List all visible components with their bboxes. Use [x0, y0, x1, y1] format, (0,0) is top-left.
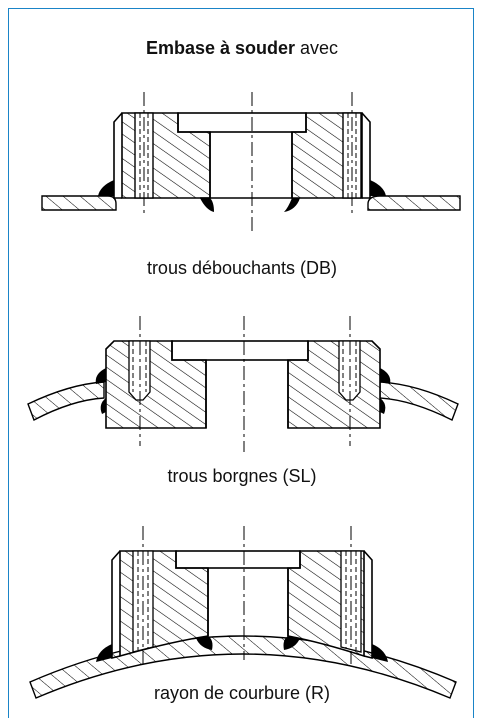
frame-border: [8, 8, 474, 718]
flange-2-left-body: [105, 340, 207, 429]
weld-2-left-top: [95, 368, 106, 384]
weld-2-right-top: [380, 368, 391, 384]
weld-1-right-outer: [370, 180, 386, 196]
title-rest: avec: [295, 38, 339, 58]
flange-1-recess: [177, 112, 307, 133]
flange-3: [29, 526, 457, 699]
weld-1-left-inner: [200, 198, 214, 212]
flange-2: [27, 316, 459, 452]
title-bold: Embase à souder: [145, 38, 296, 58]
plate-2-right: [379, 381, 459, 421]
weld-1-right-inner: [284, 198, 300, 212]
plate-1-right: [367, 195, 461, 211]
caption-through-holes: trous débouchants (DB): [146, 258, 338, 278]
weld-1-left-outer: [98, 180, 114, 196]
diagram-title: Embase à souder avec: [0, 38, 484, 59]
weld-2-right-bottom: [380, 398, 386, 414]
weld-3-left-inner: [196, 636, 213, 650]
weld-2-left-bottom: [100, 398, 106, 414]
flange-2-recess: [171, 340, 309, 361]
caption-curvature-radius: rayon de courbure (R): [153, 683, 331, 703]
flange-1: [41, 92, 461, 232]
weld-3-right-inner: [283, 636, 300, 650]
weld-3-left-outer: [96, 644, 112, 662]
plate-1-left: [41, 195, 117, 211]
flange-3-recess: [175, 550, 301, 569]
plate-2-left: [27, 381, 105, 421]
weld-3-right-outer: [372, 644, 388, 662]
flange-2-right-body: [287, 340, 381, 429]
caption-blind-holes: trous borgnes (SL): [167, 466, 317, 486]
